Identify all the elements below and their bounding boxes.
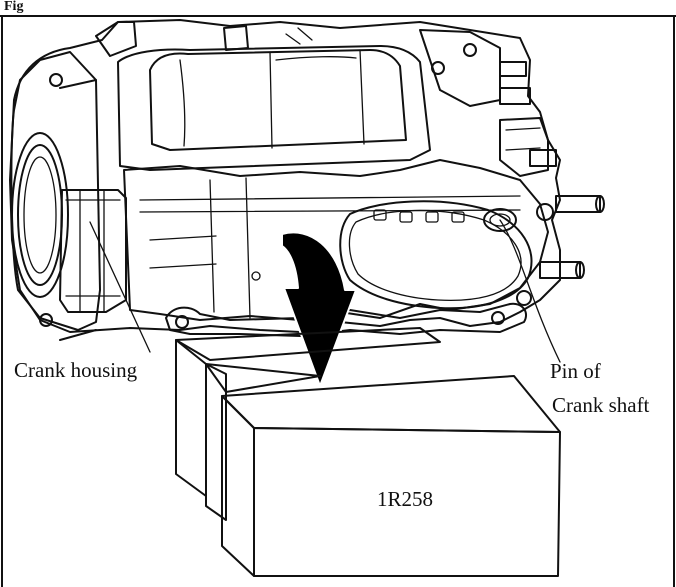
crank-housing-leader	[89, 221, 151, 353]
engine-assembly	[9, 19, 605, 341]
support-block-1R258: 1R258	[175, 327, 561, 577]
block-label: 1R258	[377, 487, 433, 511]
figure-header: Fig	[4, 0, 23, 14]
crank-shaft-leader	[499, 219, 561, 363]
label-pin-line2: Crank shaft	[552, 393, 650, 417]
rotation-arrow	[281, 231, 357, 387]
crank-pin	[483, 203, 554, 306]
leader-lines	[89, 219, 561, 363]
label-crank-housing: Crank housing	[14, 358, 138, 382]
label-pin-line1: Pin of	[550, 359, 601, 383]
